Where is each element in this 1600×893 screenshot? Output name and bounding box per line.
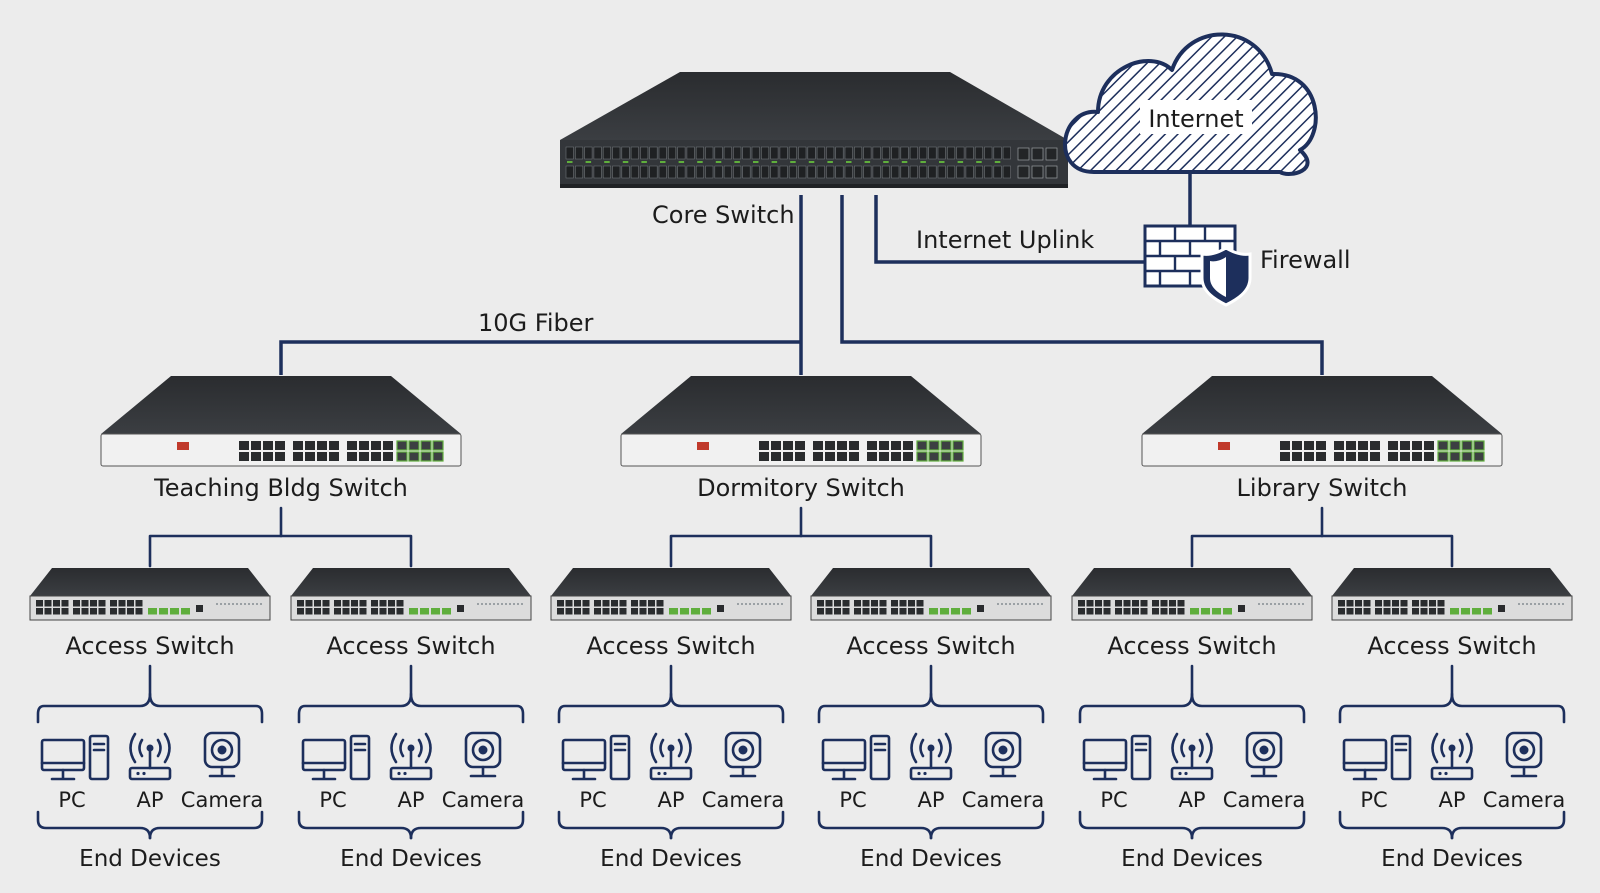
- pc-label: PC: [1100, 788, 1127, 812]
- end-device-group-3: [557, 664, 785, 840]
- core-switch-label: Core Switch: [652, 201, 795, 229]
- dormitory-switch-label: Dormitory Switch: [697, 474, 905, 502]
- internet-uplink-link: [874, 195, 1145, 264]
- end-devices-label: End Devices: [340, 846, 482, 872]
- ap-label: AP: [657, 788, 684, 812]
- access-switch-1: [29, 568, 271, 621]
- pc-label: PC: [58, 788, 85, 812]
- internet-uplink-label: Internet Uplink: [916, 226, 1094, 254]
- distribution-to-access-links: [148, 506, 1454, 568]
- library-switch-label: Library Switch: [1237, 474, 1408, 502]
- pc-label: PC: [319, 788, 346, 812]
- access-switch-4: [810, 568, 1052, 621]
- pc-label: PC: [579, 788, 606, 812]
- ap-label: AP: [1438, 788, 1465, 812]
- wireless-access-point-icon: [649, 732, 693, 781]
- camera-label: Camera: [1483, 788, 1565, 812]
- security-camera-icon: [464, 731, 502, 778]
- wireless-access-point-icon: [1170, 732, 1214, 781]
- security-camera-icon: [1505, 731, 1543, 778]
- distribution-switch-dormitory: [620, 376, 982, 467]
- security-camera-icon: [1245, 731, 1283, 778]
- end-device-groups: PC AP Camera End Devices PC AP Camera En…: [36, 664, 1566, 872]
- end-devices-label: End Devices: [1381, 846, 1523, 872]
- access-switch-3: [550, 568, 792, 621]
- core-to-teaching-link: [279, 340, 801, 375]
- ap-label: AP: [136, 788, 163, 812]
- distribution-layer: Teaching Bldg Switch Dormitory Switch Li…: [100, 376, 1503, 502]
- camera-label: Camera: [962, 788, 1044, 812]
- firewall-label: Firewall: [1260, 246, 1351, 274]
- camera-label: Camera: [181, 788, 263, 812]
- end-devices-label: End Devices: [600, 846, 742, 872]
- desktop-pc-icon: [561, 734, 631, 781]
- wireless-access-point-icon: [1430, 732, 1474, 781]
- pc-label: PC: [839, 788, 866, 812]
- desktop-pc-icon: [821, 734, 891, 781]
- end-devices-label: End Devices: [1121, 846, 1263, 872]
- teaching-bldg-switch-label: Teaching Bldg Switch: [153, 474, 408, 502]
- cloud-icon: [1063, 32, 1318, 176]
- access-switch-label: Access Switch: [65, 632, 234, 660]
- fiber-label: 10G Fiber: [478, 309, 593, 337]
- camera-label: Camera: [702, 788, 784, 812]
- end-devices-label: End Devices: [79, 846, 221, 872]
- security-camera-icon: [203, 731, 241, 778]
- desktop-pc-icon: [1082, 734, 1152, 781]
- access-switch-2: [290, 568, 532, 621]
- desktop-pc-icon: [40, 734, 110, 781]
- distribution-switch-library: [1141, 376, 1503, 467]
- core-to-library-link: [840, 195, 1324, 375]
- ap-label: AP: [1178, 788, 1205, 812]
- end-device-group-4: [817, 664, 1045, 840]
- ap-label: AP: [397, 788, 424, 812]
- access-switch-label: Access Switch: [846, 632, 1015, 660]
- end-devices-label: End Devices: [860, 846, 1002, 872]
- core-switch: [560, 72, 1068, 188]
- wireless-access-point-icon: [909, 732, 953, 781]
- desktop-pc-icon: [301, 734, 371, 781]
- wireless-access-point-icon: [389, 732, 433, 781]
- security-camera-icon: [724, 731, 762, 778]
- internet-label: Internet: [1148, 105, 1243, 133]
- camera-label: Camera: [442, 788, 524, 812]
- end-device-group-6: [1338, 664, 1566, 840]
- access-switch-label: Access Switch: [326, 632, 495, 660]
- camera-label: Camera: [1223, 788, 1305, 812]
- access-layer: Access Switch Access Switch Access Switc…: [29, 568, 1573, 660]
- wireless-access-point-icon: [128, 732, 172, 781]
- end-device-group-2: [297, 664, 525, 840]
- desktop-pc-icon: [1342, 734, 1412, 781]
- security-camera-icon: [984, 731, 1022, 778]
- access-switch-6: [1331, 568, 1573, 621]
- pc-label: PC: [1360, 788, 1387, 812]
- access-switch-label: Access Switch: [1367, 632, 1536, 660]
- brick-wall-shield-icon: [1143, 224, 1252, 307]
- access-switch-label: Access Switch: [1107, 632, 1276, 660]
- access-switch-label: Access Switch: [586, 632, 755, 660]
- end-device-group-5: [1078, 664, 1306, 840]
- distribution-switch-teaching: [100, 376, 462, 467]
- backbone-links: [279, 170, 1324, 375]
- ap-label: AP: [917, 788, 944, 812]
- end-device-group-1: [36, 664, 264, 840]
- access-switch-5: [1071, 568, 1313, 621]
